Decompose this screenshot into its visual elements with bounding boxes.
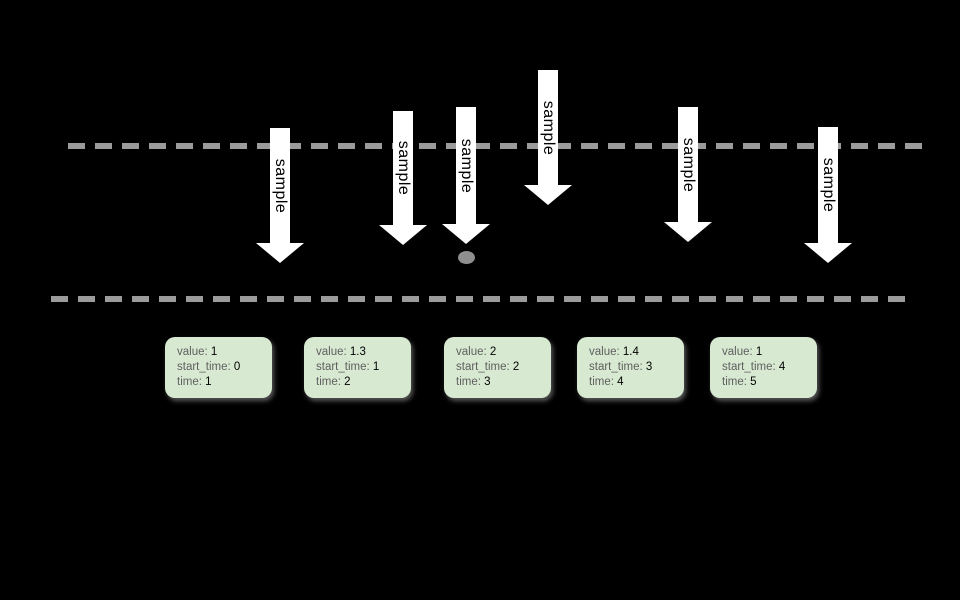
field-label: value: (316, 346, 347, 358)
sample-arrow-2: sample (379, 111, 427, 245)
arrow-label: sample (272, 158, 289, 213)
sample-result-card-3: value: 2 start_time: 2 time: 3 (444, 337, 551, 398)
arrow-label: sample (820, 157, 837, 213)
card-field: value: 1 (177, 345, 264, 360)
card-field: time: 5 (722, 375, 809, 390)
arrow-shaft (456, 107, 476, 224)
field-value: 3 (484, 376, 491, 388)
field-label: value: (177, 346, 208, 358)
field-value: 5 (750, 376, 757, 388)
field-value: 4 (617, 376, 624, 388)
arrow-label: sample (458, 138, 475, 193)
arrow-down-icon (524, 185, 572, 205)
field-value: 0 (233, 361, 241, 373)
card-field: start_time: 4 (722, 360, 809, 375)
upper-dashed-line (68, 143, 926, 149)
card-field: time: 4 (589, 375, 676, 390)
field-value: 3 (645, 361, 653, 373)
sample-result-card-5: value: 1 start_time: 4 time: 5 (710, 337, 817, 398)
field-value: 1 (210, 346, 218, 358)
field-label: time: (722, 376, 747, 388)
sample-point-dot-icon (458, 251, 475, 264)
sample-arrow-6: sample (804, 127, 852, 263)
field-value: 1 (205, 376, 212, 388)
card-field: start_time: 3 (589, 360, 676, 375)
card-field: time: 1 (177, 375, 264, 390)
field-value: 1 (372, 361, 380, 373)
sample-arrow-4: sample (524, 70, 572, 205)
field-label: start_time: (456, 361, 510, 373)
sample-arrow-1: sample (256, 128, 304, 263)
field-value: 1.3 (349, 346, 366, 358)
field-label: start_time: (589, 361, 643, 373)
field-label: time: (456, 376, 481, 388)
field-value: 1 (755, 346, 763, 358)
sample-result-card-4: value: 1.4 start_time: 3 time: 4 (577, 337, 684, 398)
arrow-down-icon (664, 222, 712, 242)
arrow-label: sample (680, 137, 697, 192)
field-value: 4 (778, 361, 786, 373)
arrow-down-icon (442, 224, 490, 244)
arrow-shaft (538, 70, 558, 185)
sample-arrow-3: sample (442, 107, 490, 244)
field-value: 2 (344, 376, 351, 388)
card-field: start_time: 1 (316, 360, 403, 375)
card-field: time: 2 (316, 375, 403, 390)
arrow-shaft (270, 128, 290, 243)
field-label: time: (177, 376, 202, 388)
card-field: value: 1 (722, 345, 809, 360)
field-label: start_time: (177, 361, 231, 373)
card-field: value: 1.4 (589, 345, 676, 360)
field-value: 1.4 (622, 346, 639, 358)
field-label: time: (589, 376, 614, 388)
arrow-shaft (393, 111, 413, 225)
card-field: value: 2 (456, 345, 543, 360)
card-field: value: 1.3 (316, 345, 403, 360)
field-value: 2 (512, 361, 520, 373)
card-field: time: 3 (456, 375, 543, 390)
sample-result-card-1: value: 1 start_time: 0 time: 1 (165, 337, 272, 398)
sample-arrow-5: sample (664, 107, 712, 242)
arrow-shaft (678, 107, 698, 222)
arrow-shaft (818, 127, 838, 243)
arrow-label: sample (540, 100, 557, 155)
sample-result-card-2: value: 1.3 start_time: 1 time: 2 (304, 337, 411, 398)
field-label: start_time: (722, 361, 776, 373)
arrow-down-icon (256, 243, 304, 263)
card-field: start_time: 0 (177, 360, 264, 375)
field-label: value: (456, 346, 487, 358)
field-label: start_time: (316, 361, 370, 373)
arrow-down-icon (804, 243, 852, 263)
field-label: value: (589, 346, 620, 358)
field-label: time: (316, 376, 341, 388)
card-field: start_time: 2 (456, 360, 543, 375)
field-value: 2 (489, 346, 497, 358)
arrow-down-icon (379, 225, 427, 245)
field-label: value: (722, 346, 753, 358)
lower-dashed-line (51, 296, 909, 302)
arrow-label: sample (395, 140, 412, 196)
